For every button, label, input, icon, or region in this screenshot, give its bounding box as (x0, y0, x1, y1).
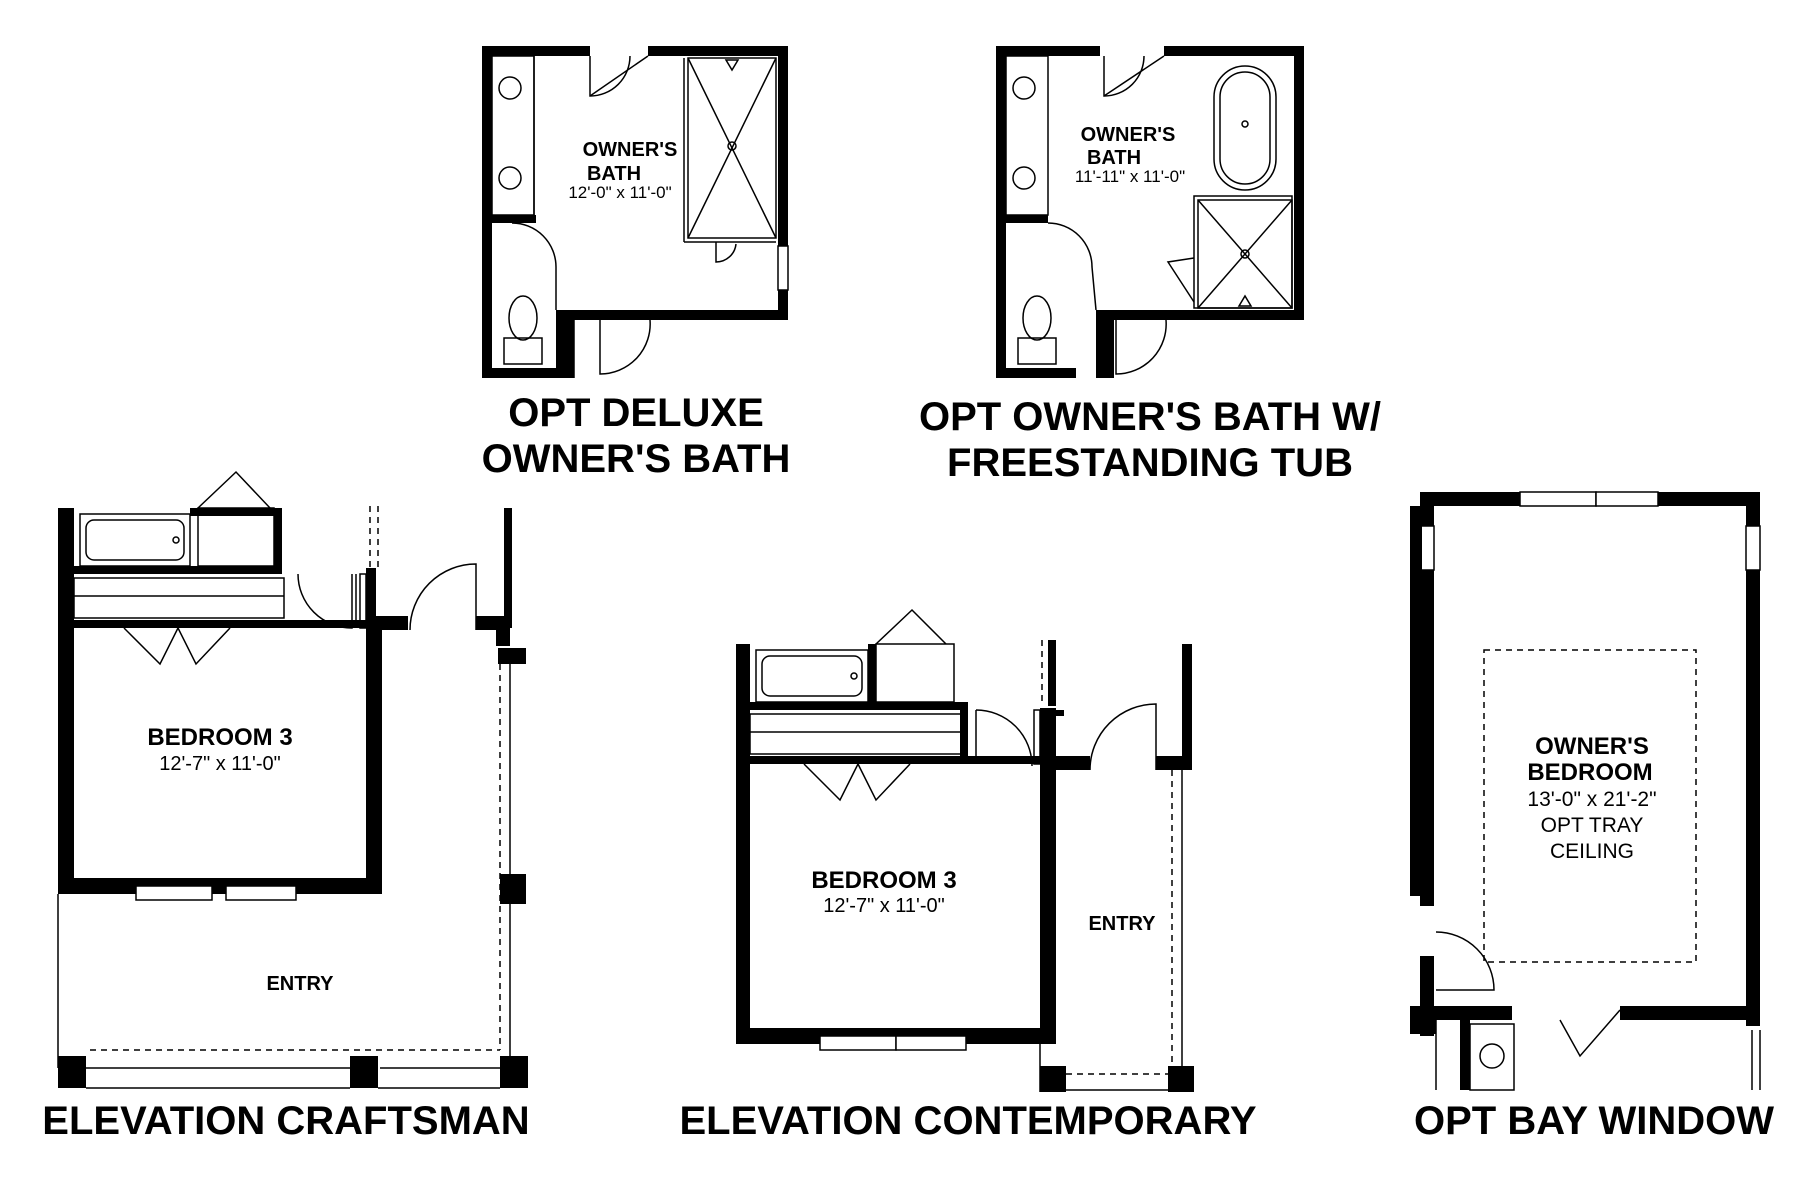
bay-room-dimensions: 13'-0" x 21'-2" (1527, 788, 1656, 811)
contemporary-plan: BEDROOM 3 12'-7" x 11'-0" ENTRY ELEVATIO… (679, 608, 1257, 1143)
tub-bath-room-name-2: BATH (1087, 147, 1141, 169)
bay-window-plan: OWNER'S BEDROOM 13'-0" x 21'-2" OPT TRAY… (1410, 491, 1774, 1143)
bay-window-caption: OPT BAY WINDOW (1414, 1099, 1774, 1143)
craftsman-caption: ELEVATION CRAFTSMAN (42, 1099, 529, 1143)
craftsman-plan: BEDROOM 3 12'-7" x 11'-0" ENTRY ELEVATIO… (42, 470, 530, 1143)
tub-bath-room-name-1: OWNER'S (1081, 124, 1176, 146)
bay-room-name-2: BEDROOM (1527, 759, 1652, 786)
contemporary-caption: ELEVATION CONTEMPORARY (679, 1099, 1256, 1143)
craftsman-bedroom-name: BEDROOM 3 (147, 724, 292, 751)
bay-room-name-1: OWNER'S (1535, 733, 1649, 760)
deluxe-bath-caption-2: OWNER'S BATH (482, 437, 791, 481)
contemporary-entry-label: ENTRY (1088, 913, 1156, 935)
contemporary-bedroom-dimensions: 12'-7" x 11'-0" (823, 895, 945, 917)
deluxe-bath-room-name-1: OWNER'S (583, 139, 678, 161)
deluxe-bath-room-name-2: BATH (587, 163, 641, 185)
tub-bath-caption-1: OPT OWNER'S BATH W/ (919, 395, 1381, 439)
bay-note-1: OPT TRAY (1541, 814, 1644, 837)
craftsman-bedroom-dimensions: 12'-7" x 11'-0" (159, 753, 281, 775)
deluxe-bath-dimensions: 12'-0" x 11'-0" (568, 183, 671, 202)
tub-bath-dimensions: 11'-11" x 11'-0" (1075, 167, 1185, 186)
freestanding-tub-plan: OWNER'S BATH 11'-11" x 11'-0" OPT OWNER'… (919, 46, 1381, 485)
deluxe-bath-plan: OWNER'S BATH 12'-0" x 11'-0" OPT DELUXE … (482, 46, 791, 481)
tub-bath-caption-2: FREESTANDING TUB (947, 441, 1353, 485)
contemporary-bedroom-name: BEDROOM 3 (811, 867, 956, 894)
bay-note-2: CEILING (1550, 840, 1634, 863)
craftsman-entry-label: ENTRY (266, 973, 334, 995)
deluxe-bath-caption-1: OPT DELUXE (508, 391, 764, 435)
